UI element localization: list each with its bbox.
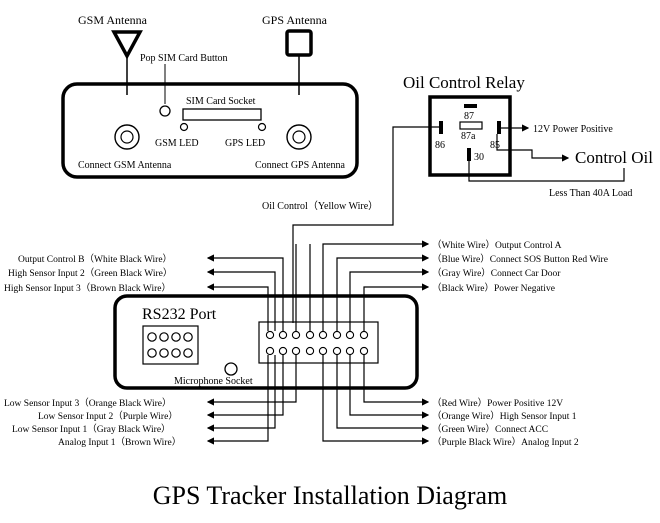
microphone-label: Microphone Socket <box>174 376 253 387</box>
rs232-pins <box>147 332 193 358</box>
wire-right-bottom-1: （Red Wire）Power Positive 12V <box>432 397 563 409</box>
harness-pins <box>265 330 369 356</box>
diagram-title: GPS Tracker Installation Diagram <box>153 481 508 510</box>
wire-left-bottom-3: Low Sensor Input 1（Gray Black Wire） <box>12 423 171 435</box>
relay-pin-30: 30 <box>474 152 484 163</box>
gsm-led <box>179 122 189 132</box>
top-unit-housing <box>61 82 359 179</box>
wire-left-bottom-2: Low Sensor Input 2（Purple Wire） <box>38 410 178 422</box>
gps-antenna-label: GPS Antenna <box>262 13 328 27</box>
gps-antenna-icon <box>285 29 313 57</box>
gps-led <box>257 122 267 132</box>
oil-control-wire-label: Oil Control（Yellow Wire） <box>262 200 378 212</box>
wire-left-bottom-1: Low Sensor Input 3（Orange Black Wire） <box>4 397 172 409</box>
wire-right-top-4: （Black Wire）Power Negative <box>432 282 555 294</box>
rs232-port[interactable] <box>142 325 199 365</box>
connect-gps-label: Connect GPS Antenna <box>255 160 346 171</box>
relay-power-label: 12V Power Positive <box>533 124 613 135</box>
gsm-led-label: GSM LED <box>155 138 199 149</box>
wire-right-top-1: （White Wire）Output Control A <box>432 239 562 251</box>
wire-right-bottom-2: （Orange Wire）High Sensor Input 1 <box>432 410 577 422</box>
relay-pin-87a: 87a <box>461 131 476 142</box>
gsm-connector-inner <box>120 130 134 144</box>
rs232-label: RS232 Port <box>142 306 217 323</box>
relay-load-label: Less Than 40A Load <box>549 188 632 199</box>
relay-pin-85: 85 <box>490 140 500 151</box>
gps-connector-outer[interactable] <box>286 124 312 150</box>
sim-socket-label: SIM Card Socket <box>186 96 256 107</box>
sim-card-socket[interactable] <box>182 108 262 121</box>
main-unit-housing <box>113 294 419 390</box>
oil-control-relay: Oil Control Relay 87 87a 86 85 30 12V Po… <box>262 73 653 323</box>
wire-right-bottom-3: （Green Wire）Connect ACC <box>432 423 548 435</box>
wires-top <box>206 240 430 331</box>
main-unit: RS232 Port Microphone Socket <box>113 294 419 390</box>
wire-right-top-3: （Gray Wire）Connect Car Door <box>432 267 561 279</box>
relay-control-oil: Control Oil <box>575 148 653 167</box>
gps-led-label: GPS LED <box>225 138 265 149</box>
wire-left-top-1: Output Control B（White Black Wire） <box>18 253 172 265</box>
gsm-antenna-label: GSM Antenna <box>78 13 148 27</box>
relay-pin-86: 86 <box>435 140 445 151</box>
gps-connector-inner <box>292 130 306 144</box>
gsm-antenna-icon <box>111 30 143 60</box>
pop-sim-label: Pop SIM Card Button <box>140 53 228 64</box>
wire-harness-connector[interactable] <box>258 321 379 364</box>
wire-right-bottom-4: （Purple Black Wire）Analog Input 2 <box>432 436 579 448</box>
pop-sim-button[interactable] <box>159 105 171 117</box>
relay-housing <box>428 95 512 177</box>
gsm-connector-outer[interactable] <box>114 124 140 150</box>
wires-bottom <box>206 355 430 445</box>
relay-title: Oil Control Relay <box>403 73 525 92</box>
relay-pin-87: 87 <box>464 111 474 122</box>
wire-right-top-2: （Blue Wire）Connect SOS Button Red Wire <box>432 253 608 265</box>
wire-left-top-2: High Sensor Input 2（Green Black Wire） <box>8 267 172 279</box>
connect-gsm-label: Connect GSM Antenna <box>78 160 172 171</box>
top-unit: GSM Antenna GPS Antenna Pop SIM Card But… <box>61 13 359 179</box>
microphone-socket[interactable] <box>224 362 238 376</box>
wire-left-top-3: High Sensor Input 3（Brown Black Wire） <box>4 282 171 294</box>
wire-left-bottom-4: Analog Input 1（Brown Wire） <box>58 436 181 448</box>
